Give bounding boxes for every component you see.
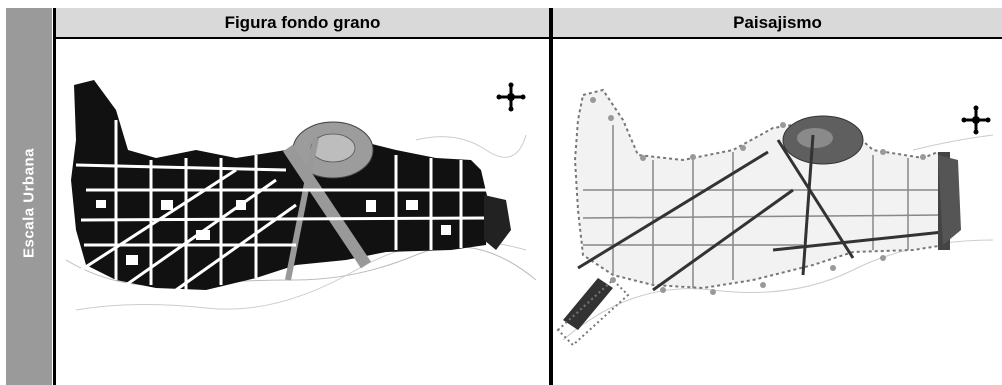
landscape-map [556,88,994,347]
green-wedge [563,278,613,330]
north-arrow-icon [961,105,991,135]
panel-title-landscape: Paisajismo [733,12,822,32]
panel-header-figure-ground: Figura fondo grano [56,8,549,39]
left-divider [53,8,56,385]
center-divider [549,8,553,385]
panel-title-figure-ground: Figura fondo grano [224,12,381,32]
city-block-mass [71,80,488,290]
scale-label: Escala Urbana [20,148,38,258]
figure-ground-map-panel [56,40,549,385]
landscape-map-panel [553,40,1002,385]
scale-sidebar: Escala Urbana [6,8,52,385]
panel-header-landscape: Paisajismo [553,8,1002,39]
north-arrow-icon [496,82,526,112]
figure-ground-map [65,80,537,311]
city-outline [573,88,950,290]
